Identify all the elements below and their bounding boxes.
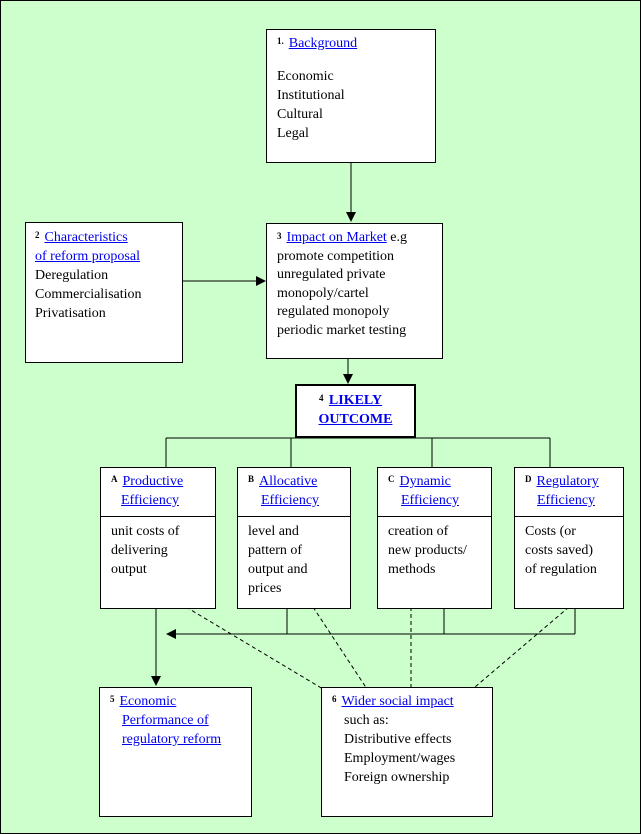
list-item: of regulation: [525, 562, 597, 577]
list-item: Legal: [277, 126, 309, 141]
divider: [238, 516, 350, 517]
box-number: A: [111, 474, 118, 484]
list-item: periodic market testing: [277, 322, 407, 338]
box-impact-on-market: 3 Impact on Market e.g promote competitio…: [266, 223, 443, 359]
allocative-efficiency-link-line1[interactable]: Allocative: [259, 474, 318, 489]
list-item: promote competition: [277, 248, 395, 264]
box-allocative-efficiency: B Allocative Efficiency level and pattern…: [237, 467, 351, 609]
characteristics-link-line1[interactable]: Characteristics: [44, 230, 128, 245]
dynamic-efficiency-link-line1[interactable]: Dynamic: [399, 474, 451, 489]
list-item: methods: [388, 562, 436, 577]
likely-outcome-link-line1[interactable]: LIKELY: [328, 393, 383, 408]
box-wider-social-impact: 6 Wider social impact such as: Distributi…: [321, 687, 493, 817]
background-link[interactable]: Background: [288, 36, 358, 51]
wider-social-impact-link[interactable]: Wider social impact: [341, 694, 454, 709]
list-item: level and: [248, 524, 299, 539]
box-likely-outcome: 4 LIKELY OUTCOME: [295, 384, 416, 438]
list-item: costs saved): [525, 543, 594, 558]
economic-performance-link-line1[interactable]: Economic: [119, 694, 177, 709]
box-dynamic-efficiency: C Dynamic Efficiency creation of new prod…: [377, 467, 492, 609]
productive-efficiency-link-line2[interactable]: Efficiency: [121, 493, 180, 508]
box-number: C: [388, 474, 395, 484]
list-item: creation of: [388, 524, 449, 539]
box-number: 1.: [277, 36, 284, 46]
box-number: 5: [110, 694, 115, 704]
regulatory-efficiency-link-line2[interactable]: Efficiency: [537, 493, 596, 508]
list-item: Distributive effects: [344, 732, 452, 747]
list-item: monopoly/cartel: [277, 285, 369, 301]
list-item: Costs (or: [525, 524, 576, 539]
list-item: Institutional: [277, 88, 345, 103]
box-economic-performance: 5 Economic Performance of regulatory refo…: [99, 687, 252, 817]
impact-on-market-link[interactable]: Impact on Market: [286, 230, 387, 245]
economic-performance-link-line2[interactable]: Performance of: [122, 713, 209, 728]
box-number: 3: [277, 231, 282, 241]
list-item: prices: [248, 581, 282, 596]
box-characteristics: 2 Characteristics of reform proposal Dere…: [25, 222, 183, 363]
list-item: unit costs of: [111, 524, 180, 539]
efficiency-collector-connector: [151, 607, 576, 686]
economic-performance-link-line3[interactable]: regulatory reform: [122, 732, 222, 747]
list-item: Privatisation: [35, 306, 106, 321]
box-productive-efficiency: A Productive Efficiency unit costs of del…: [100, 467, 216, 609]
list-item: new products/: [388, 543, 467, 558]
list-item: Employment/wages: [344, 751, 456, 766]
list-item: Cultural: [277, 107, 323, 122]
list-item: Economic: [277, 69, 334, 84]
list-item: pattern of: [248, 543, 303, 558]
divider: [515, 516, 623, 517]
list-item: Foreign ownership: [344, 770, 450, 785]
likely-outcome-link-line2[interactable]: OUTCOME: [318, 412, 393, 427]
list-item: such as:: [344, 713, 389, 728]
list-item: Commercialisation: [35, 287, 142, 302]
list-item: unregulated private: [277, 267, 386, 282]
list-item: output and: [248, 562, 308, 577]
box-number: 4: [319, 393, 324, 403]
regulatory-efficiency-link-line1[interactable]: Regulatory: [536, 474, 599, 489]
divider: [378, 516, 491, 517]
divider: [101, 516, 215, 517]
box-number: 2: [35, 230, 40, 240]
box-number: D: [525, 474, 532, 484]
list-item: regulated monopoly: [277, 304, 390, 319]
box-number: B: [248, 474, 255, 484]
characteristics-link-line2[interactable]: of reform proposal: [35, 249, 140, 264]
box-background: 1. Background Economic Institutional Cult…: [266, 29, 436, 163]
dynamic-efficiency-link-line2[interactable]: Efficiency: [401, 493, 460, 508]
box-number: 6: [332, 694, 337, 704]
allocative-efficiency-link-line2[interactable]: Efficiency: [261, 493, 320, 508]
impact-suffix: e.g: [386, 230, 408, 245]
list-item: Deregulation: [35, 268, 109, 283]
wider-impact-dashed-links: [185, 606, 570, 690]
list-item: output: [111, 562, 147, 577]
box-regulatory-efficiency: D Regulatory Efficiency Costs (or costs s…: [514, 467, 624, 609]
productive-efficiency-link-line1[interactable]: Productive: [122, 474, 184, 489]
list-item: delivering: [111, 543, 168, 558]
outcome-fanout-connector: [165, 437, 551, 467]
